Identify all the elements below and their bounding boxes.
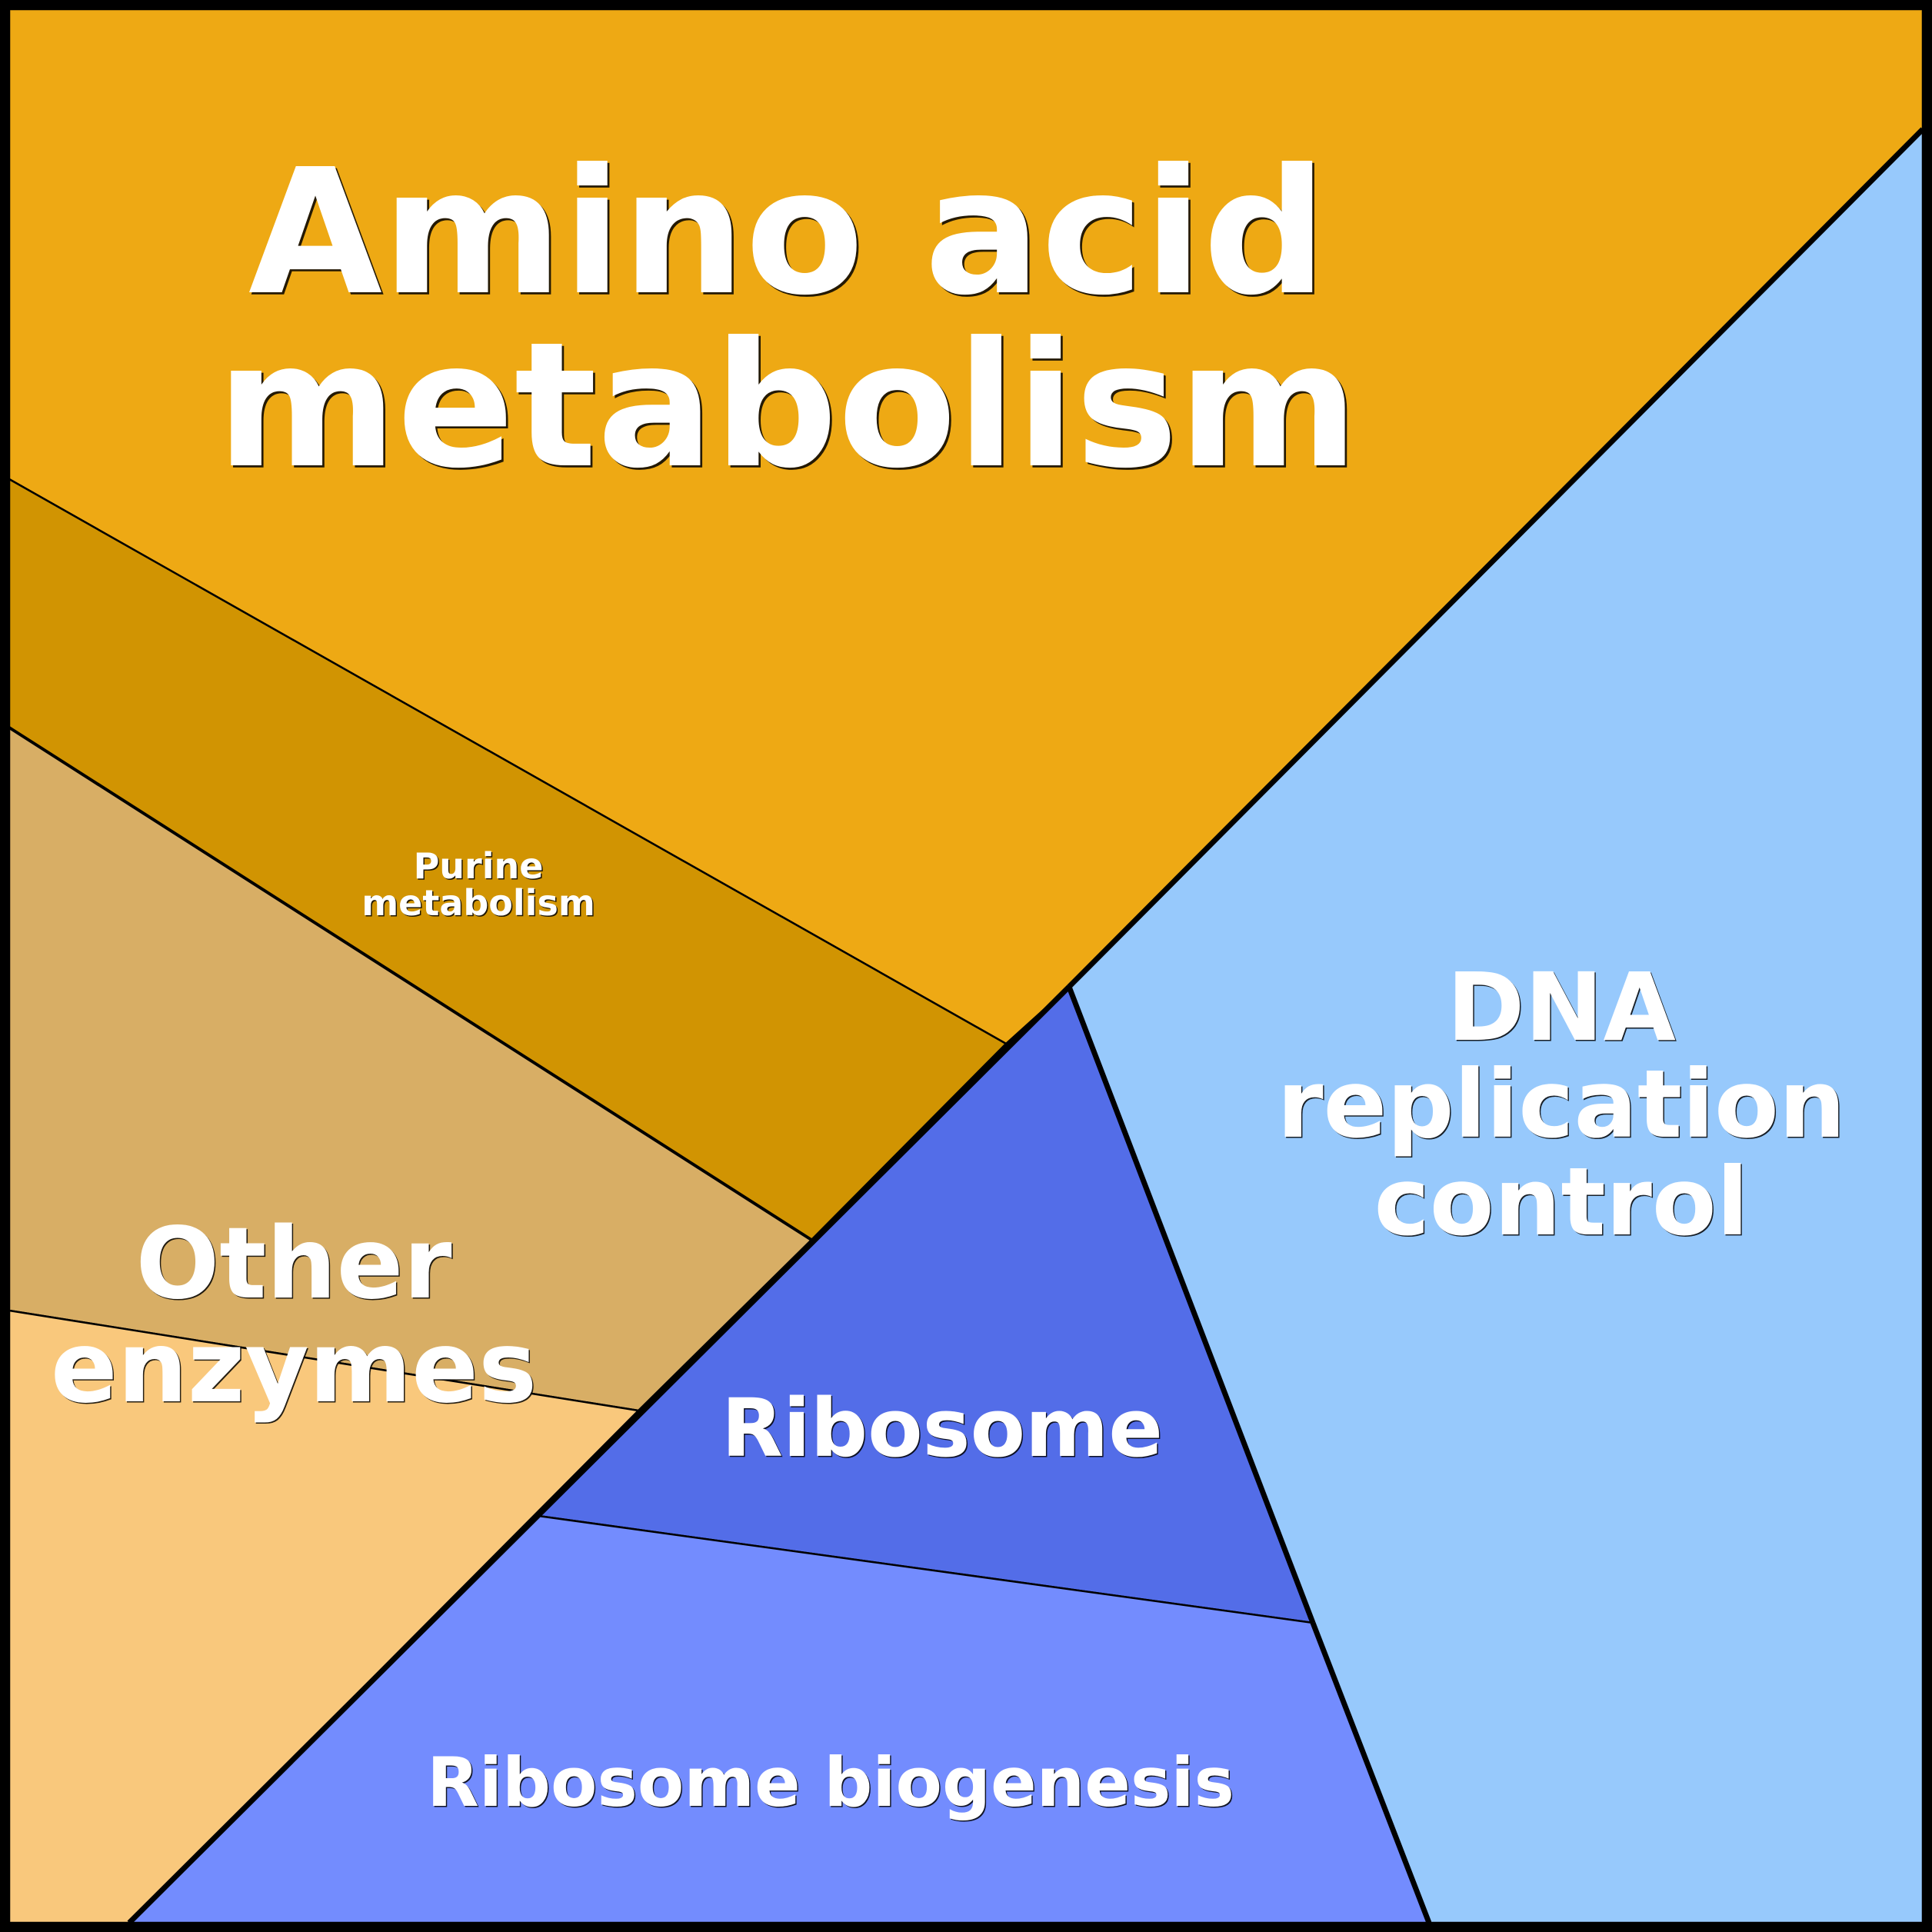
group-border — [127, 984, 1071, 1925]
label-line: Amino acid — [248, 132, 1327, 334]
label-line: control — [1374, 1148, 1748, 1257]
label-line: metabolism — [361, 882, 595, 924]
label-line: enzymes — [51, 1311, 537, 1425]
label-shadow: Other — [137, 1208, 453, 1323]
label-line: DNA — [1447, 953, 1676, 1062]
label-line: Ribosome — [721, 1381, 1163, 1475]
label-shadow: Ribosome — [723, 1383, 1164, 1477]
group-border — [1067, 127, 1925, 989]
label-shadow: Purine — [415, 847, 545, 888]
label-line: Other — [135, 1207, 451, 1321]
label-line: Purine — [414, 845, 544, 887]
label-shadow: Ribosome biogenesis — [428, 1744, 1236, 1824]
group-border — [8, 726, 813, 1241]
label-shadow: replication — [1278, 1051, 1847, 1161]
label-shadow: Amino acid — [251, 135, 1329, 336]
label-line: Ribosome biogenesis — [427, 1743, 1234, 1822]
label-shadow: DNA — [1448, 954, 1677, 1064]
label-line: metabolism — [217, 305, 1359, 507]
group-border — [1310, 1621, 1432, 1924]
group-border — [1066, 985, 1316, 1624]
label-shadow: control — [1375, 1149, 1750, 1258]
label-shadow: metabolism — [363, 884, 597, 925]
label-line: replication — [1277, 1050, 1845, 1159]
label-shadow: enzymes — [52, 1312, 538, 1427]
label-shadow: metabolism — [218, 308, 1361, 509]
label-dna-replication-control: DNADNAreplicationreplicationcontrolcontr… — [1277, 953, 1847, 1258]
